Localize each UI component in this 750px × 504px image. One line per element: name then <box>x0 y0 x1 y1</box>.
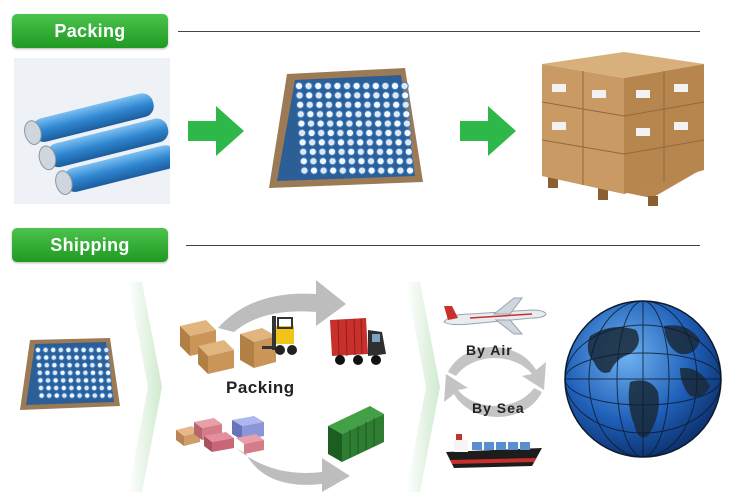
airplane-icon <box>440 296 548 336</box>
cargo-ship-icon <box>444 430 544 470</box>
shipping-divider <box>186 245 700 246</box>
circular-arrows-icon <box>440 332 550 432</box>
colored-cartons-icon <box>174 414 266 454</box>
packing-section-title: Packing <box>54 20 126 41</box>
green-arrow-icon <box>188 106 244 156</box>
green-arrow-icon <box>460 106 516 156</box>
shipping-container-icon <box>326 404 386 464</box>
battery-box-icon <box>18 336 122 412</box>
packing-label: Packing <box>226 378 295 397</box>
pallet-cartons-icon <box>532 48 712 208</box>
forklift-icon <box>258 312 300 358</box>
chevron-divider-icon <box>128 282 164 492</box>
truck-icon <box>328 316 388 368</box>
shipping-section-tab: Shipping <box>12 228 168 262</box>
shipping-section-title: Shipping <box>50 234 130 255</box>
cartons-icon <box>176 316 238 374</box>
by-sea-label: By Sea <box>472 400 525 416</box>
curved-arrow-icon <box>212 276 348 332</box>
packing-divider <box>178 31 700 32</box>
packing-section-tab: Packing <box>12 14 168 48</box>
chevron-divider-icon <box>406 282 442 492</box>
by-air-label: By Air <box>466 342 513 358</box>
battery-cells-icon <box>14 58 170 204</box>
carton-stack-icon <box>238 326 278 370</box>
curved-arrow-icon <box>232 440 352 492</box>
battery-box-icon <box>265 64 425 194</box>
globe-icon <box>560 296 726 462</box>
